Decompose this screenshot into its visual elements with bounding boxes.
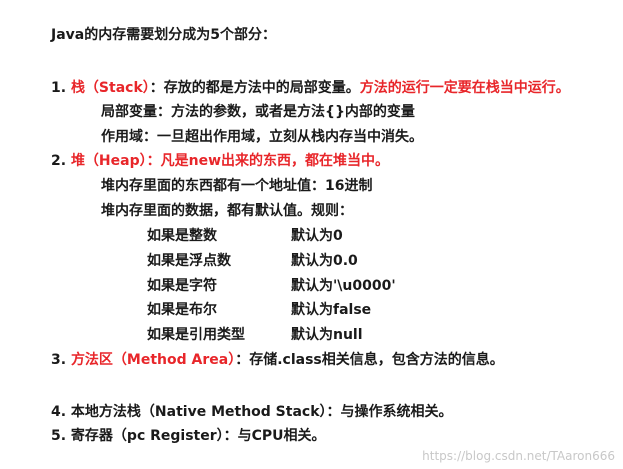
- default-type: 如果是浮点数: [147, 253, 231, 269]
- section-method-area: 3. 方法区（Method Area）：存储.class相关信息，包含方法的信息…: [51, 350, 504, 370]
- stack-desc: ：存放的都是方法中的局部变量。: [149, 80, 360, 96]
- default-value-row: 如果是字符 默认为'\u0000': [147, 276, 447, 296]
- stack-detail: 作用域：一旦超出作用域，立刻从栈内存当中消失。: [101, 129, 423, 145]
- section-number: 1.: [51, 80, 71, 96]
- default-value: 默认为'\u0000': [291, 278, 396, 294]
- heading: Java的内存需要划分成为5个部分：: [51, 27, 276, 43]
- default-value: 默认为false: [291, 302, 372, 318]
- default-value-row: 如果是布尔 默认为false: [147, 300, 447, 320]
- method-area-desc: ：存储.class相关信息，包含方法的信息。: [235, 352, 504, 368]
- default-value: 默认为0.0: [291, 253, 358, 269]
- default-type: 如果是布尔: [147, 302, 217, 318]
- default-type: 如果是引用类型: [147, 327, 245, 343]
- heap-detail: 堆内存里面的东西都有一个地址值：16进制: [101, 178, 373, 194]
- heap-note: ：凡是new出来的东西，都在堆当中。: [146, 153, 390, 169]
- default-value: 默认为0: [291, 228, 343, 244]
- stack-title: 栈（Stack）: [70, 80, 150, 96]
- heap-title: 堆（Heap）: [70, 153, 147, 169]
- watermark: https://blog.csdn.net/TAaron666: [422, 449, 615, 463]
- default-value-row: 如果是整数 默认为0: [147, 226, 447, 246]
- section-native-stack: 4. 本地方法栈（Native Method Stack）：与操作系统相关。: [51, 404, 453, 420]
- default-value: 默认为null: [291, 327, 363, 343]
- section-stack: 1. 栈（Stack）：存放的都是方法中的局部变量。方法的运行一定要在栈当中运行…: [51, 78, 570, 98]
- section-number: 3.: [51, 352, 71, 368]
- heap-detail: 堆内存里面的数据，都有默认值。规则：: [101, 203, 353, 219]
- section-register: 5. 寄存器（pc Register）：与CPU相关。: [51, 428, 326, 444]
- method-area-title: 方法区（Method Area）: [70, 352, 236, 368]
- stack-detail: 局部变量：方法的参数，或者是方法{}内部的变量: [101, 104, 415, 120]
- default-value-row: 如果是引用类型 默认为null: [147, 325, 447, 345]
- default-type: 如果是整数: [147, 228, 217, 244]
- stack-note: 方法的运行一定要在栈当中运行。: [359, 80, 570, 96]
- section-number: 2.: [51, 153, 71, 169]
- section-heap: 2. 堆（Heap）：凡是new出来的东西，都在堆当中。: [51, 151, 389, 171]
- default-value-row: 如果是浮点数 默认为0.0: [147, 251, 447, 271]
- default-type: 如果是字符: [147, 278, 217, 294]
